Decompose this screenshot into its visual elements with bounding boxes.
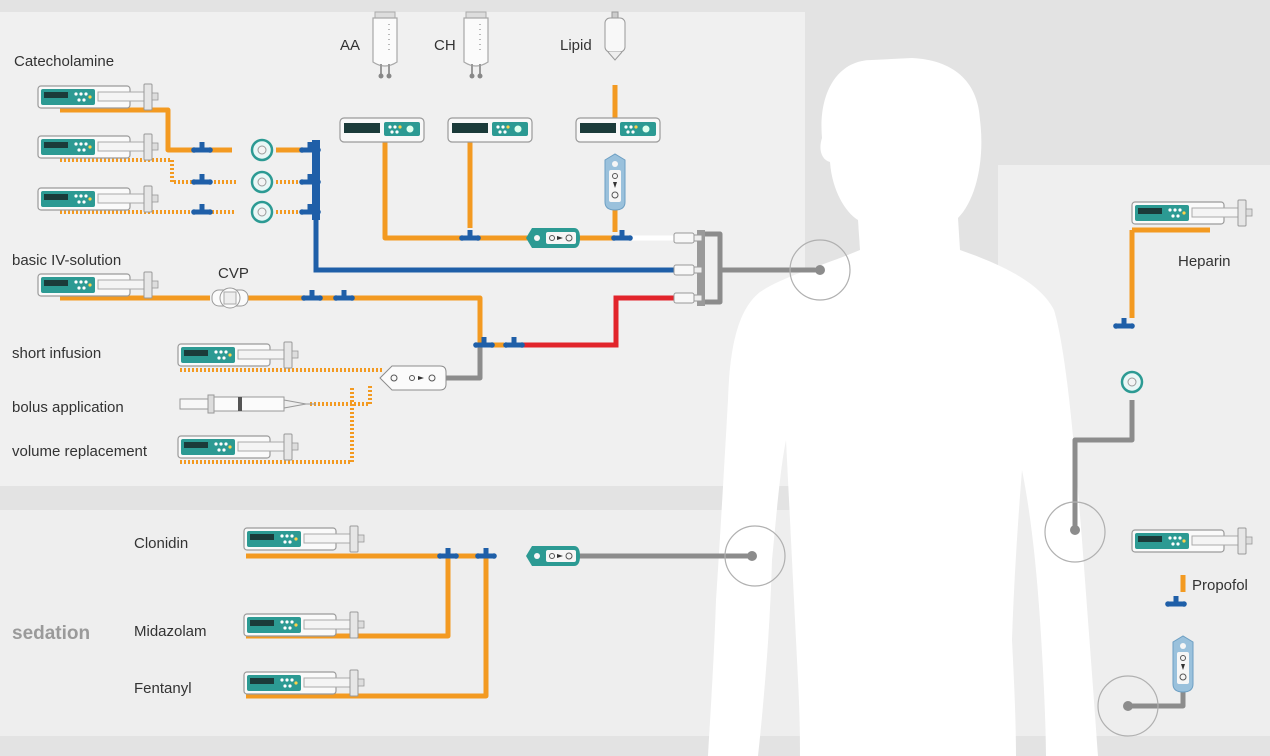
label-cvp: CVP bbox=[218, 265, 249, 282]
label-volume-replacement: volume replacement bbox=[12, 443, 148, 460]
catheter-hub-icon bbox=[673, 264, 703, 276]
volumetric-pump-icon[interactable] bbox=[339, 117, 425, 143]
label-basic-iv-solution: basic IV-solution bbox=[12, 252, 121, 269]
filter-icon bbox=[1120, 370, 1144, 394]
label-short-infusion: short infusion bbox=[12, 345, 101, 362]
filter-icon bbox=[250, 200, 274, 224]
filter-icon bbox=[379, 365, 447, 391]
volumetric-pump-icon[interactable] bbox=[447, 117, 533, 143]
manual-syringe-icon[interactable] bbox=[179, 394, 316, 414]
label-midazolam: Midazolam bbox=[134, 623, 207, 640]
label-heparin: Heparin bbox=[1178, 253, 1231, 270]
puncture-site-icon bbox=[724, 239, 1159, 737]
catheter-hub-icon bbox=[673, 292, 703, 304]
label-clonidin: Clonidin bbox=[134, 535, 188, 552]
filter-icon bbox=[1172, 635, 1194, 693]
label-sedation: sedation bbox=[12, 623, 90, 644]
human-body-silhouette bbox=[708, 58, 1098, 756]
red-line bbox=[516, 295, 696, 348]
volumetric-pump-icon[interactable] bbox=[575, 117, 661, 143]
filter-icon bbox=[604, 153, 626, 211]
label-propofol: Propofol bbox=[1192, 577, 1248, 594]
connector-icon bbox=[312, 140, 320, 220]
label-fentanyl: Fentanyl bbox=[134, 680, 192, 697]
label-catecholamine: Catecholamine bbox=[14, 53, 114, 70]
filter-icon bbox=[250, 138, 274, 162]
cvp-transducer-icon bbox=[211, 287, 249, 309]
label-lipid: Lipid bbox=[560, 37, 592, 54]
label-ch: CH bbox=[434, 37, 456, 54]
catheter-hub-icon bbox=[673, 232, 703, 244]
icu-line-panel bbox=[0, 12, 805, 486]
filter-icon bbox=[525, 227, 581, 249]
label-bolus-application: bolus application bbox=[12, 399, 124, 416]
label-aa: AA bbox=[340, 37, 360, 54]
filter-icon bbox=[525, 545, 581, 567]
filter-icon bbox=[250, 170, 274, 194]
